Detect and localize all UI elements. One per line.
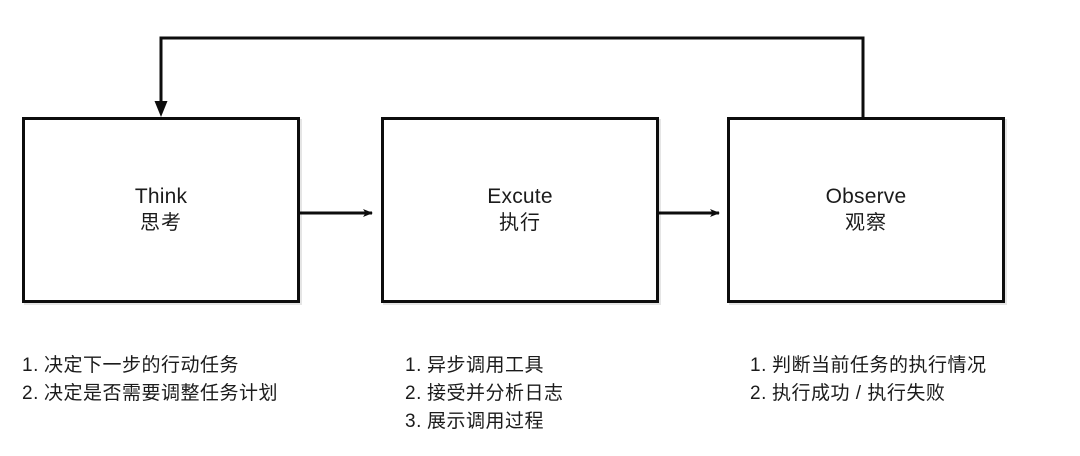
list-item-number: 1. (405, 355, 422, 376)
node-observe-title-en: Observe (825, 184, 907, 208)
list-item-number: 2. (22, 383, 39, 404)
list-item: 1.决定下一步的行动任务 (22, 352, 278, 380)
list-item-text: 判断当前任务的执行情况 (772, 355, 987, 376)
list-item-text: 决定是否需要调整任务计划 (44, 383, 279, 404)
node-think-title-zh: 思考 (140, 211, 182, 234)
node-observe-title-zh: 观察 (845, 211, 887, 234)
list-item: 1.判断当前任务的执行情况 (750, 352, 987, 380)
details-think: 1.决定下一步的行动任务 2.决定是否需要调整任务计划 (22, 352, 278, 408)
node-observe[interactable]: Observe 观察 (727, 117, 1005, 303)
list-item-number: 1. (22, 355, 39, 376)
list-item-text: 决定下一步的行动任务 (44, 355, 240, 376)
list-item-number: 1. (750, 355, 767, 376)
edge-observe-to-think-feedback (154, 36, 865, 117)
node-excute-title-zh: 执行 (499, 211, 541, 234)
list-item: 2.执行成功 / 执行失败 (750, 380, 987, 408)
list-item-text: 展示调用过程 (427, 411, 545, 432)
node-think-title-en: Think (134, 184, 188, 208)
node-think[interactable]: Think 思考 (22, 117, 300, 303)
list-item-number: 2. (405, 383, 422, 404)
node-excute[interactable]: Excute 执行 (381, 117, 659, 303)
list-item: 3.展示调用过程 (405, 408, 564, 436)
list-item-number: 2. (750, 383, 767, 404)
list-item: 1.异步调用工具 (405, 352, 564, 380)
list-item-number: 3. (405, 411, 422, 432)
list-item-text: 接受并分析日志 (427, 383, 564, 404)
list-item-text: 执行成功 / 执行失败 (772, 383, 946, 404)
list-item: 2.决定是否需要调整任务计划 (22, 380, 278, 408)
details-observe: 1.判断当前任务的执行情况 2.执行成功 / 执行失败 (750, 352, 987, 408)
list-item: 2.接受并分析日志 (405, 380, 564, 408)
node-excute-title-en: Excute (487, 184, 553, 208)
list-item-text: 异步调用工具 (427, 355, 545, 376)
details-excute: 1.异步调用工具 2.接受并分析日志 3.展示调用过程 (405, 352, 564, 436)
